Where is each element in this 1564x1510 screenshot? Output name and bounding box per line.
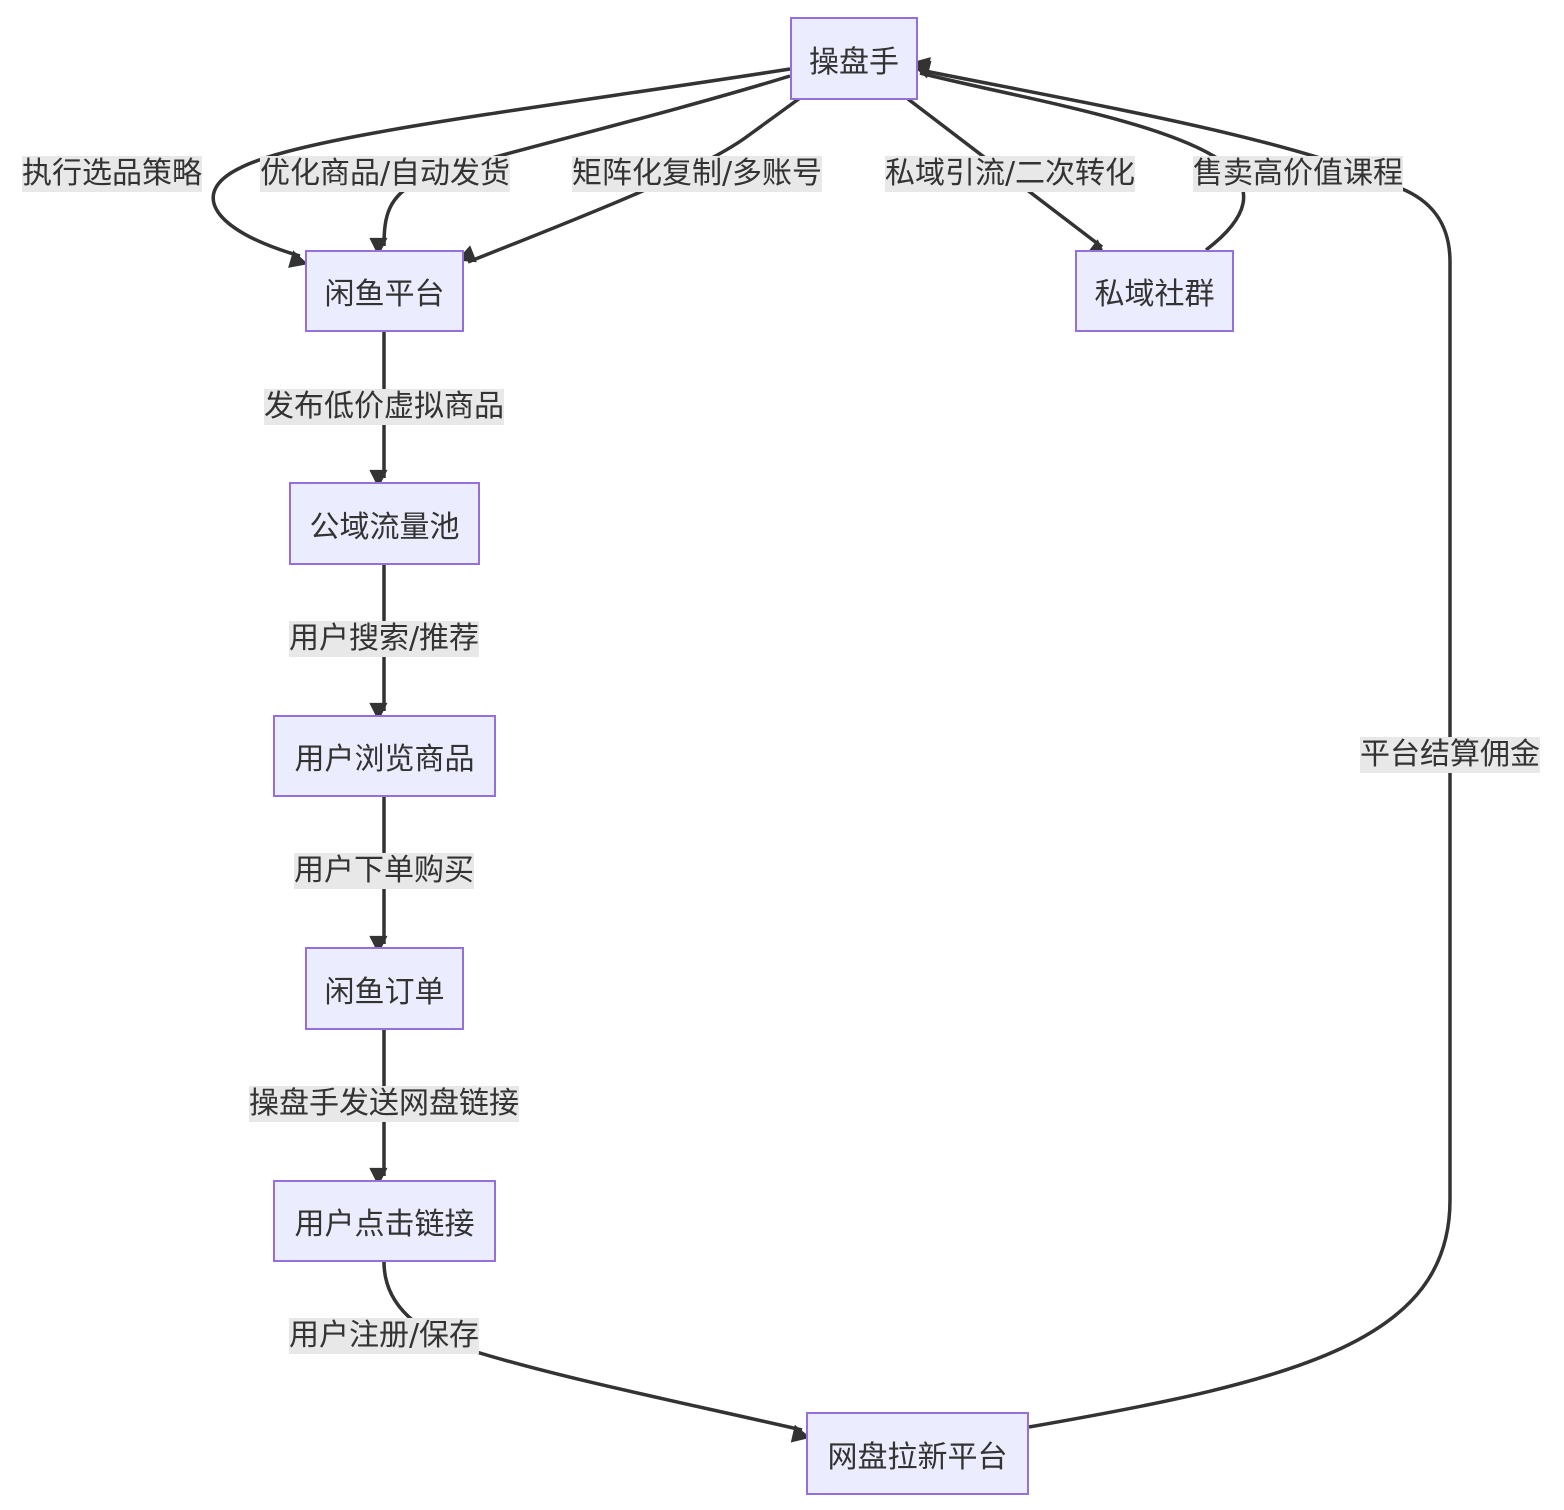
node-netdisk-platform: 网盘拉新平台 [806,1412,1029,1495]
node-user-click-label: 用户点击链接 [294,1207,475,1242]
edge-label-commission: 平台结算佣金 [1360,737,1540,773]
node-public-traffic-pool: 公域流量池 [289,482,480,565]
edge-label-register: 用户注册/保存 [288,1318,480,1354]
node-private-community: 私域社群 [1075,250,1234,332]
edge-strategy [211,67,791,268]
edge-label-strategy: 执行选品策略 [22,156,202,192]
node-user-click: 用户点击链接 [273,1180,496,1262]
edge-label-matrix: 矩阵化复制/多账号 [571,156,823,192]
edge-label-buy: 用户下单购买 [294,853,474,889]
edge-label-publish: 发布低价虚拟商品 [264,389,504,425]
node-xianyu-order: 闲鱼订单 [305,947,464,1030]
node-public-traffic-pool-label: 公域流量池 [309,509,460,545]
edge-label-course: 售卖高价值课程 [1193,156,1403,192]
node-operator: 操盘手 [790,17,918,100]
node-operator-label: 操盘手 [809,44,899,80]
node-user-browse: 用户浏览商品 [273,715,496,797]
edge-label-private-flow: 私域引流/二次转化 [884,156,1136,192]
node-xianyu-order-label: 闲鱼订单 [324,974,445,1010]
node-private-community-label: 私域社群 [1094,277,1215,312]
edge-register [382,1261,811,1443]
node-netdisk-platform-label: 网盘拉新平台 [827,1439,1008,1475]
node-xianyu-platform: 闲鱼平台 [305,250,464,332]
edge-course [911,60,1246,252]
node-xianyu-platform-label: 闲鱼平台 [324,277,445,312]
edge-label-send: 操盘手发送网盘链接 [249,1086,519,1122]
edge-label-search: 用户搜索/推荐 [288,621,480,657]
node-user-browse-label: 用户浏览商品 [294,742,475,777]
edge-commission [911,57,1452,1429]
edge-label-optimize: 优化商品/自动发货 [259,156,511,192]
